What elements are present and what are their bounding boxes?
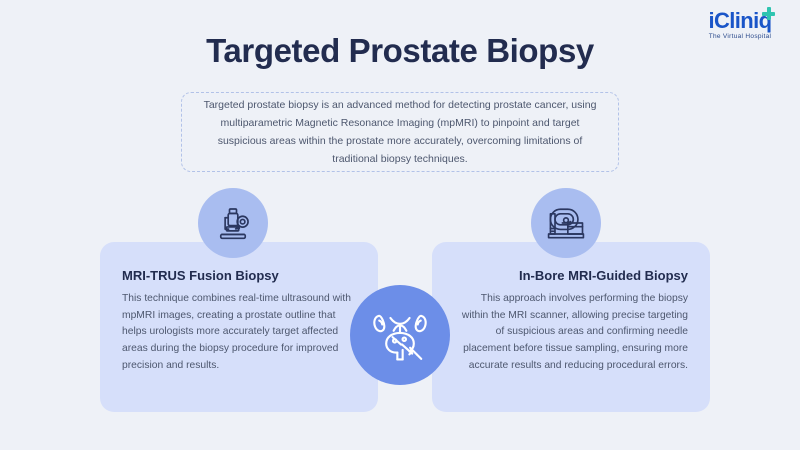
microscope-icon-badge [198, 188, 268, 258]
logo-brand-name: iCliniq [708, 8, 772, 33]
mri-scanner-icon-badge [531, 188, 601, 258]
prostate-biopsy-icon-badge [350, 285, 450, 385]
medical-plus-icon [761, 7, 775, 20]
microscope-icon [219, 208, 249, 240]
card-title: In-Bore MRI-Guided Biopsy [519, 268, 688, 283]
prostate-biopsy-needle-icon [373, 314, 427, 361]
mri-scanner-icon [547, 208, 585, 239]
card-body: This technique combines real-time ultras… [122, 293, 351, 371]
card-body: This approach involves performing the bi… [461, 293, 688, 371]
logo-wordmark: iCliniq [708, 7, 775, 33]
intro-description-text: Targeted prostate biopsy is an advanced … [203, 98, 597, 166]
page-title: Targeted Prostate Biopsy [206, 32, 594, 69]
card-title: MRI-TRUS Fusion Biopsy [122, 268, 279, 283]
intro-description-box: Targeted prostate biopsy is an advanced … [181, 92, 619, 172]
card-mri-trus-fusion-biopsy: MRI-TRUS Fusion Biopsy This technique co… [100, 242, 378, 412]
card-in-bore-mri-guided-biopsy: In-Bore MRI-Guided Biopsy This approach … [432, 242, 710, 412]
logo-tagline: The Virtual Hospital [708, 33, 772, 40]
iCliniq-logo: iCliniq The Virtual Hospital [692, 7, 788, 41]
